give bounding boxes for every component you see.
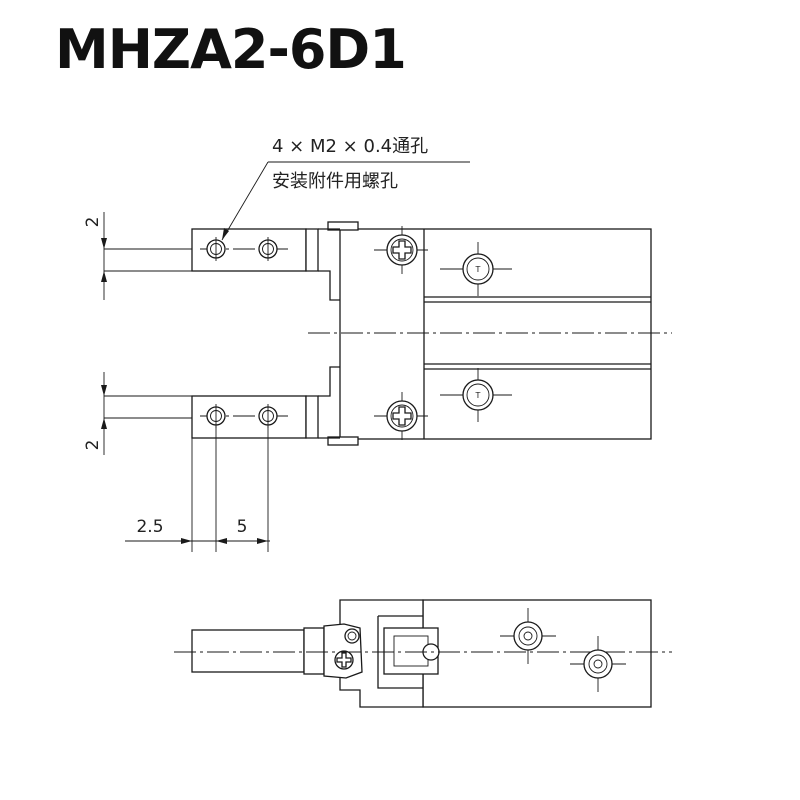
bottom-offset-dimension: 2 <box>83 372 107 455</box>
leader-arrowhead <box>222 228 229 240</box>
hole-callout: 4 × M2 × 0.4通孔 安装附件用螺孔 <box>221 136 470 241</box>
model-title: MHZA2-6D1 <box>55 18 407 81</box>
upper-jaw-profile <box>318 228 340 301</box>
tap-mark-label: T <box>475 265 481 274</box>
upper-mounting-hole-1 <box>206 237 226 261</box>
upper-tapped-hole: T <box>440 242 512 296</box>
side-inner-slot <box>377 615 423 689</box>
hole-spec-text: 4 × M2 × 0.4通孔 <box>272 136 428 157</box>
leader-line <box>221 161 269 241</box>
top-view: T T 4 × M2 × 0.4通孔 安装附件用螺孔 2 <box>83 136 672 552</box>
side-phillips-screw-icon <box>334 650 354 670</box>
upper-jaw-neck <box>305 228 319 272</box>
side-finger <box>191 629 305 673</box>
lower-mounting-hole-1 <box>206 404 226 428</box>
lower-jaw-neck <box>305 395 319 439</box>
side-body-front <box>339 599 424 708</box>
gripper-body <box>339 228 652 440</box>
top-offset-dimension: 2 <box>83 212 107 300</box>
side-tapped-hole-1 <box>500 608 556 664</box>
lower-phillips-screw-icon <box>374 392 428 440</box>
tap-mark-label: T <box>475 391 481 400</box>
top-offset-value: 2 <box>83 217 103 228</box>
side-view <box>174 599 672 708</box>
lower-jaw-profile <box>318 366 340 439</box>
lower-mounting-hole-2 <box>258 404 278 428</box>
upper-mounting-hole-2 <box>258 237 278 261</box>
hole-purpose-text: 安装附件用螺孔 <box>272 171 398 192</box>
hole-pitch-value: 5 <box>237 517 248 537</box>
hole-position-dimensions: 2.5 5 <box>125 426 270 552</box>
body-top-tab <box>327 221 359 231</box>
upper-phillips-screw-icon <box>374 226 428 274</box>
side-body <box>422 599 652 708</box>
body-bottom-tab <box>327 436 359 446</box>
edge-to-hole-value: 2.5 <box>136 517 163 537</box>
side-tapped-hole-2 <box>570 636 626 692</box>
side-small-screw-top <box>344 628 360 644</box>
lower-tapped-hole: T <box>440 368 512 422</box>
bottom-offset-value: 2 <box>83 440 103 451</box>
side-finger-neck <box>303 627 325 675</box>
